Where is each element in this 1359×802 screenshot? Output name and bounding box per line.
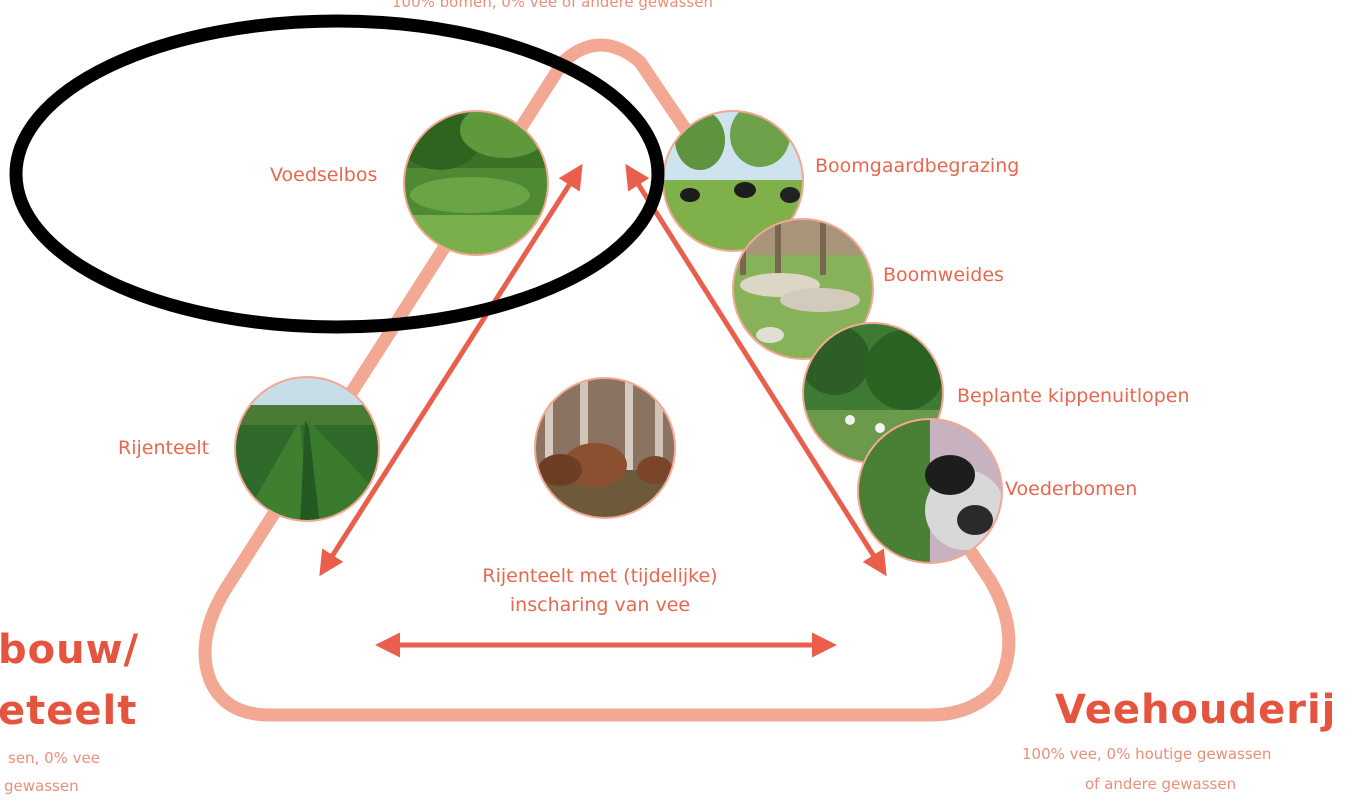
label-rijenteelt: Rijenteelt — [118, 437, 210, 459]
right-caption-line2: of andere gewassen — [1085, 775, 1237, 793]
right-caption-line1: 100% vee, 0% houtige gewassen — [1022, 745, 1272, 763]
center-label-line2: inscharing van vee — [509, 594, 691, 616]
top-caption: 100% bomen, 0% vee of andere gewassen — [392, 0, 713, 11]
arrow-right-diagonal — [625, 163, 887, 577]
label-kippenuitlopen: Beplante kippenuitlopen — [957, 385, 1190, 407]
photo-pigs — [535, 378, 675, 518]
left-title-line2: eteelt — [0, 688, 138, 734]
photo-voedselbos — [404, 111, 548, 255]
left-caption-line2: gewassen — [4, 777, 79, 795]
triangle-outline — [198, 38, 1016, 722]
label-boomweides: Boomweides — [883, 264, 1004, 286]
left-caption-line1: sen, 0% vee — [8, 749, 100, 767]
center-label-line1: Rijenteelt met (tijdelijke) — [482, 565, 718, 587]
label-voedselbos: Voedselbos — [270, 164, 378, 186]
left-title-line1: bouw/ — [0, 627, 140, 673]
arrow-left-diagonal — [319, 163, 583, 577]
photo-voederbomen — [858, 419, 1002, 563]
annotation-ellipse — [9, 14, 665, 334]
photo-rijenteelt — [235, 377, 379, 521]
label-boomgaardbegrazing: Boomgaardbegrazing — [815, 155, 1020, 177]
center-label: Rijenteelt met (tijdelijke) inscharing v… — [420, 562, 780, 620]
right-title: Veehouderij — [1055, 687, 1337, 733]
label-voederbomen: Voederbomen — [1005, 478, 1138, 500]
